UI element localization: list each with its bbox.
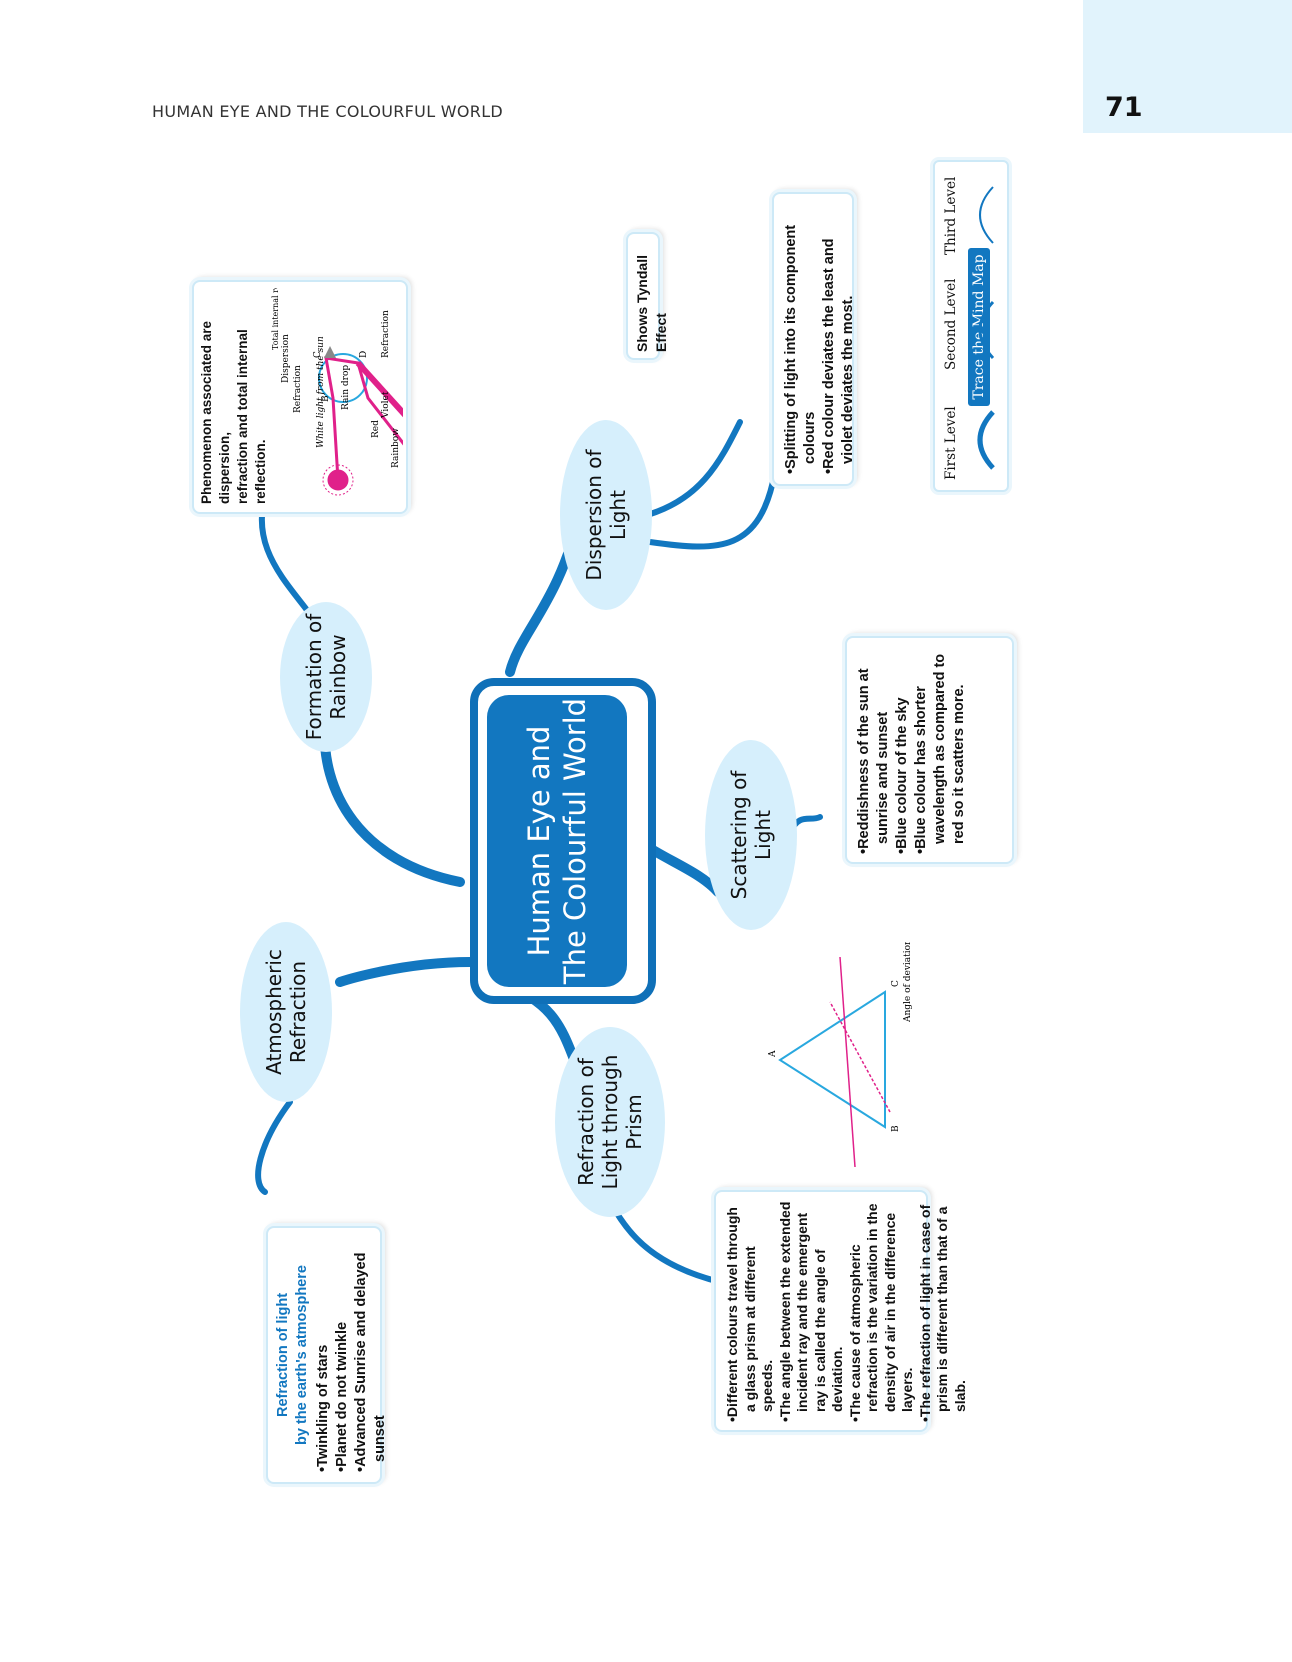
legend-first-level: First Level xyxy=(943,406,959,480)
prism-label-2: Light through xyxy=(598,1054,622,1190)
prism-item: The cause of atmospheric refraction is t… xyxy=(847,1200,917,1422)
atmospheric-info-box: Refraction of light by the earth's atmos… xyxy=(266,1226,388,1484)
central-node: Human Eye and The Colourful World xyxy=(487,695,627,987)
rainbow-label-2: Rainbow xyxy=(326,634,350,720)
scattering-info-box: Reddishness of the sun at sunrise and su… xyxy=(845,636,1014,864)
scattering-label-2: Light xyxy=(751,810,775,860)
label-point-c: C xyxy=(313,351,323,358)
central-line-1: Human Eye and xyxy=(522,725,556,957)
label-rainbow: Rainbow xyxy=(391,428,401,468)
connector-rainbow xyxy=(319,717,465,887)
tyndall-text: Shows Tyndall Effect xyxy=(634,255,669,352)
prism-item: Different colours travel through a glass… xyxy=(724,1200,777,1422)
label-total-internal: Total internal reflection of spectrum xyxy=(271,288,280,350)
prism-info-box: Different colours travel through a glass… xyxy=(714,1190,968,1432)
rainbow-label-1: Formation of xyxy=(302,613,326,741)
atmospheric-item: Planet do not twinkle xyxy=(333,1232,352,1472)
chapter-header: HUMAN EYE AND THE COLOURFUL WORLD xyxy=(152,102,504,121)
scattering-label-1: Scattering of xyxy=(727,770,751,900)
legend-second-level: Second Level xyxy=(943,278,959,370)
dispersion-item: Splitting of light into its component co… xyxy=(782,204,820,474)
page-number: 71 xyxy=(1105,92,1143,123)
atmospheric-item: Twinkling of stars xyxy=(314,1232,333,1472)
incident-ray xyxy=(839,956,856,1168)
prism-item: The angle between the extended incident … xyxy=(777,1200,847,1422)
label-point-d: D xyxy=(359,351,369,358)
label-red: Red xyxy=(371,420,381,438)
mind-map-legend: Trace the Mind Map First Level Second Le… xyxy=(933,160,1009,492)
rainbow-figure: White light from the sun Refraction Disp… xyxy=(271,288,403,496)
atmospheric-item: Advanced Sunrise and delayed sunset xyxy=(352,1232,390,1472)
dispersion-info-box: Splitting of light into its component co… xyxy=(772,192,856,486)
rain-drop-circle xyxy=(318,353,368,403)
prism-label-a: A xyxy=(768,1050,778,1058)
prism-label-1: Refraction of xyxy=(574,1058,598,1186)
atmospheric-heading-1: Refraction of light xyxy=(275,1292,291,1418)
label-violet: Violet xyxy=(381,391,391,419)
central-line-2: The Colourful World xyxy=(558,697,592,985)
dispersion-item: Red colour deviates the least and violet… xyxy=(820,204,858,474)
legend-first-arc xyxy=(977,410,995,470)
legend-third-arc xyxy=(979,186,994,244)
prism-item: The refraction of light in case of prism… xyxy=(917,1200,970,1422)
dispersion-label-2: Light xyxy=(606,490,630,540)
rainbow-text-1: Phenomenon associated are dispersion, xyxy=(199,320,232,504)
scattering-item: Blue colour has shorter wavelength as co… xyxy=(912,646,969,854)
connector-dispersion-box xyxy=(647,469,778,550)
prism-label-3: Prism xyxy=(622,1094,646,1150)
scattering-item: Blue colour of the sky xyxy=(893,646,912,854)
connector-atmospheric xyxy=(335,957,475,987)
label-refraction-top: Refraction xyxy=(293,365,303,413)
dispersion-label-1: Dispersion of xyxy=(582,449,606,581)
prism-angle-label: Angle of deviation xyxy=(903,942,913,1023)
connector-atmospheric-box xyxy=(255,1099,293,1195)
prism-label-b: B xyxy=(891,1125,901,1132)
atmospheric-label-2: Refraction xyxy=(286,960,310,1064)
normal-line xyxy=(829,1001,891,1113)
legend-third-level: Third Level xyxy=(943,176,959,255)
legend-second-arc xyxy=(978,300,995,360)
label-dispersion: Dispersion xyxy=(281,334,291,383)
atmospheric-heading-2: by the earth's atmosphere xyxy=(294,1265,310,1445)
tyndall-box: Shows Tyndall Effect xyxy=(626,232,669,360)
label-white-light: White light from the sun xyxy=(316,336,326,448)
prism-triangle xyxy=(778,990,886,1129)
label-refraction-bottom: Refraction xyxy=(381,310,391,358)
atmospheric-label-1: Atmospheric xyxy=(262,949,286,1075)
prism-figure: A B C Angle of deviation xyxy=(768,942,913,1168)
connector-tyndall xyxy=(637,419,743,520)
prism-label-c: C xyxy=(891,980,901,987)
scattering-item: Reddishness of the sun at sunrise and su… xyxy=(855,646,893,854)
label-rain-drop: Rain drop xyxy=(341,365,351,410)
page-number-tab xyxy=(1083,0,1292,133)
label-point-b: B xyxy=(321,395,331,402)
rainbow-info-box: Phenomenon associated are dispersion, re… xyxy=(192,280,408,514)
